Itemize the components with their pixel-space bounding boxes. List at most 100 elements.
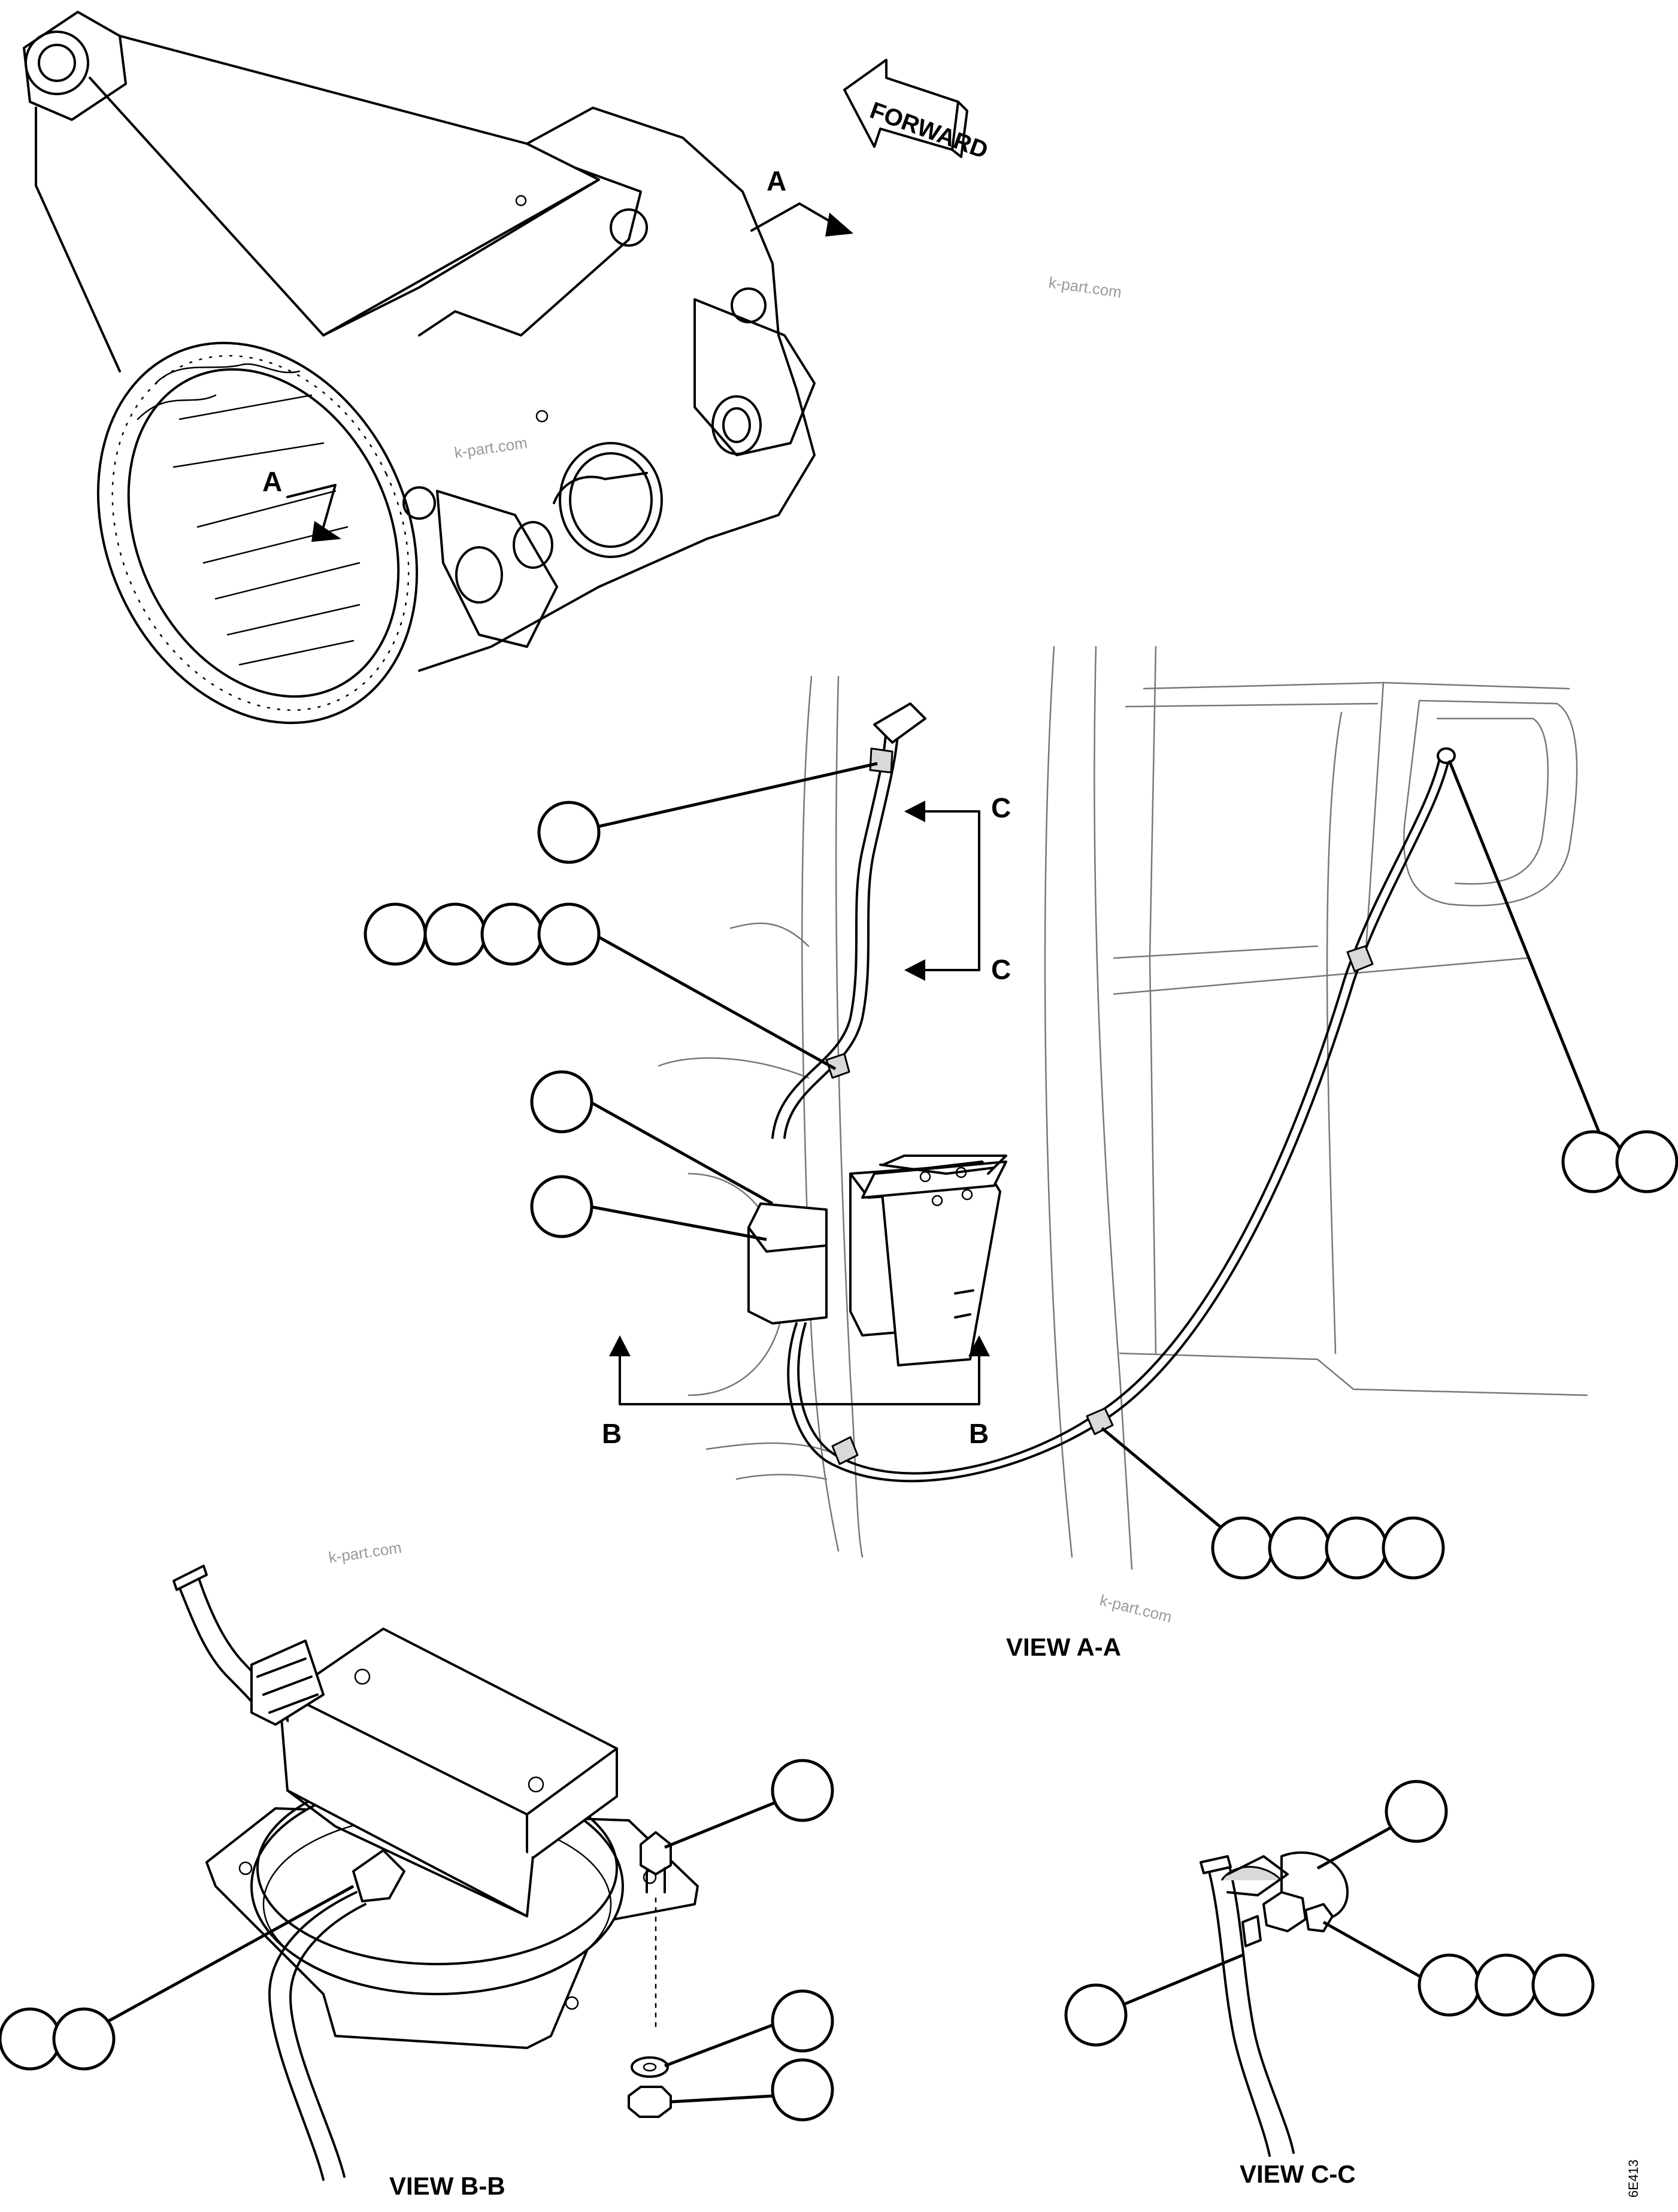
view-bb-label: VIEW B-B: [389, 2172, 505, 2200]
section-a-arrowhead: [825, 213, 853, 237]
pivot-bore-outer: [25, 31, 89, 95]
bolt-pad-2: [731, 287, 767, 323]
lower-hose-edge: [797, 754, 1441, 1475]
forward-arrow-depth: [951, 101, 968, 158]
right-bracket: [693, 298, 816, 456]
clip-band: [1241, 1915, 1262, 1947]
frame-curves-lower: [705, 1442, 840, 1480]
clip-nut: [1262, 1891, 1307, 1932]
frame-upright-right: [1326, 681, 1385, 1355]
housing-outline: [418, 107, 816, 672]
connector-ribs: [256, 1658, 319, 1714]
switch-body: [747, 1202, 828, 1325]
frame-line-1: [801, 675, 840, 1552]
section-a-label-top: A: [767, 165, 786, 196]
internal-harness: [155, 363, 301, 384]
callout-circle: [52, 2007, 116, 2071]
callout-circle: [771, 2058, 834, 2122]
right-bracket-bore: [711, 395, 762, 455]
watermark: k-part.com: [453, 434, 529, 462]
hose-cc-edge: [1226, 1858, 1295, 2154]
callout-circle: [537, 902, 601, 966]
lower-hose-bb-edge: [289, 1903, 367, 2178]
interior-ribs: [196, 490, 361, 666]
section-b-arrowhead-left: [609, 1335, 631, 1356]
box-screw-2: [528, 1776, 544, 1793]
callout-circle: [1211, 1516, 1274, 1580]
bolt-pad-1: [402, 486, 436, 520]
callout-circle: [1615, 1130, 1678, 1193]
forward-arrow-shape: [843, 59, 959, 151]
callout-circle: [1325, 1516, 1388, 1580]
cover-harness: [553, 472, 648, 504]
round-cover-inner: [569, 452, 653, 548]
front-flange-inner: [127, 368, 400, 698]
washer: [631, 2056, 669, 2078]
upper-hose: [771, 720, 888, 1139]
switch-studs: [954, 1289, 974, 1319]
hose-clamp-upper: [869, 747, 893, 774]
axle-housing-isometric: A A: [23, 11, 853, 725]
cross-member-top: [1143, 681, 1570, 690]
base-hole-1: [238, 1861, 253, 1875]
leader-hose-cc: [1119, 1953, 1243, 2008]
switch-box-lower: [280, 1718, 534, 1917]
drawing-number: 6E413: [1626, 2159, 1641, 2198]
washer-hole: [643, 2062, 657, 2072]
section-c-arrowhead-top: [904, 801, 925, 822]
cross-member-top-2: [1125, 702, 1379, 708]
leader-nut: [670, 2094, 776, 2104]
bracket-bolt-2: [955, 1166, 967, 1178]
lower-bracket-bore-2: [513, 521, 553, 569]
leader-clip-bolt: [1322, 1920, 1420, 1978]
hose-clamp-frame: [1346, 945, 1374, 972]
switch-box-top-edge: [526, 1747, 618, 1816]
watermark: k-part.com: [328, 1538, 403, 1566]
interior-ribs-upper: [172, 394, 325, 468]
cable-end: [172, 1565, 208, 1591]
upper-hose-edge: [783, 720, 899, 1139]
leader-fitting-right: [1447, 760, 1613, 1162]
frame-line-3: [1044, 646, 1073, 1558]
bracket-bolt-3: [931, 1195, 943, 1207]
base-hole-3: [565, 1996, 579, 2010]
callout-circle: [771, 1759, 834, 1822]
leader-bolt: [664, 1801, 776, 1849]
upper-hose-end: [873, 702, 926, 744]
section-b-label-left: B: [602, 1418, 622, 1449]
connector: [250, 1640, 325, 1726]
plug-hole-2: [515, 195, 527, 207]
section-b-arrowhead-right: [968, 1335, 990, 1356]
callout-circle: [1531, 1953, 1595, 2017]
callout-circle: [771, 1989, 834, 2053]
callout-circle: [423, 902, 487, 966]
section-b-cut-line: [619, 1352, 980, 1405]
section-a-inner-arrowhead: [311, 521, 341, 542]
nut: [628, 2086, 672, 2118]
right-bracket-bore-inner: [722, 407, 751, 443]
section-c-cut-line: [915, 810, 980, 971]
view-aa: C C B B VIEW A-A: [364, 646, 1678, 1661]
pivot-ear: [23, 11, 127, 121]
internal-harness-2: [137, 394, 217, 420]
beam-underside: [35, 184, 121, 372]
frame-window-inner: [1436, 717, 1549, 885]
leader-switch-body: [589, 1205, 767, 1241]
flange-bolt-circle: [111, 354, 410, 711]
view-cc-label: VIEW C-C: [1240, 2160, 1356, 2188]
watermark: k-part.com: [1098, 1591, 1174, 1626]
callout-circle: [1382, 1516, 1445, 1580]
callout-circle: [364, 902, 427, 966]
callout-circle: [537, 801, 601, 864]
switch-box-shadow: [286, 1789, 528, 1917]
cross-member-low: [1119, 1352, 1588, 1396]
frame-window: [1403, 699, 1578, 907]
tapered-beam: [89, 35, 600, 337]
frame-line-5: [1149, 646, 1157, 1355]
leader-clamp-mid: [598, 935, 837, 1071]
view-aa-label: VIEW A-A: [1006, 1633, 1121, 1661]
frame-line-4: [1094, 646, 1133, 1570]
leader-clip: [1316, 1822, 1400, 1870]
